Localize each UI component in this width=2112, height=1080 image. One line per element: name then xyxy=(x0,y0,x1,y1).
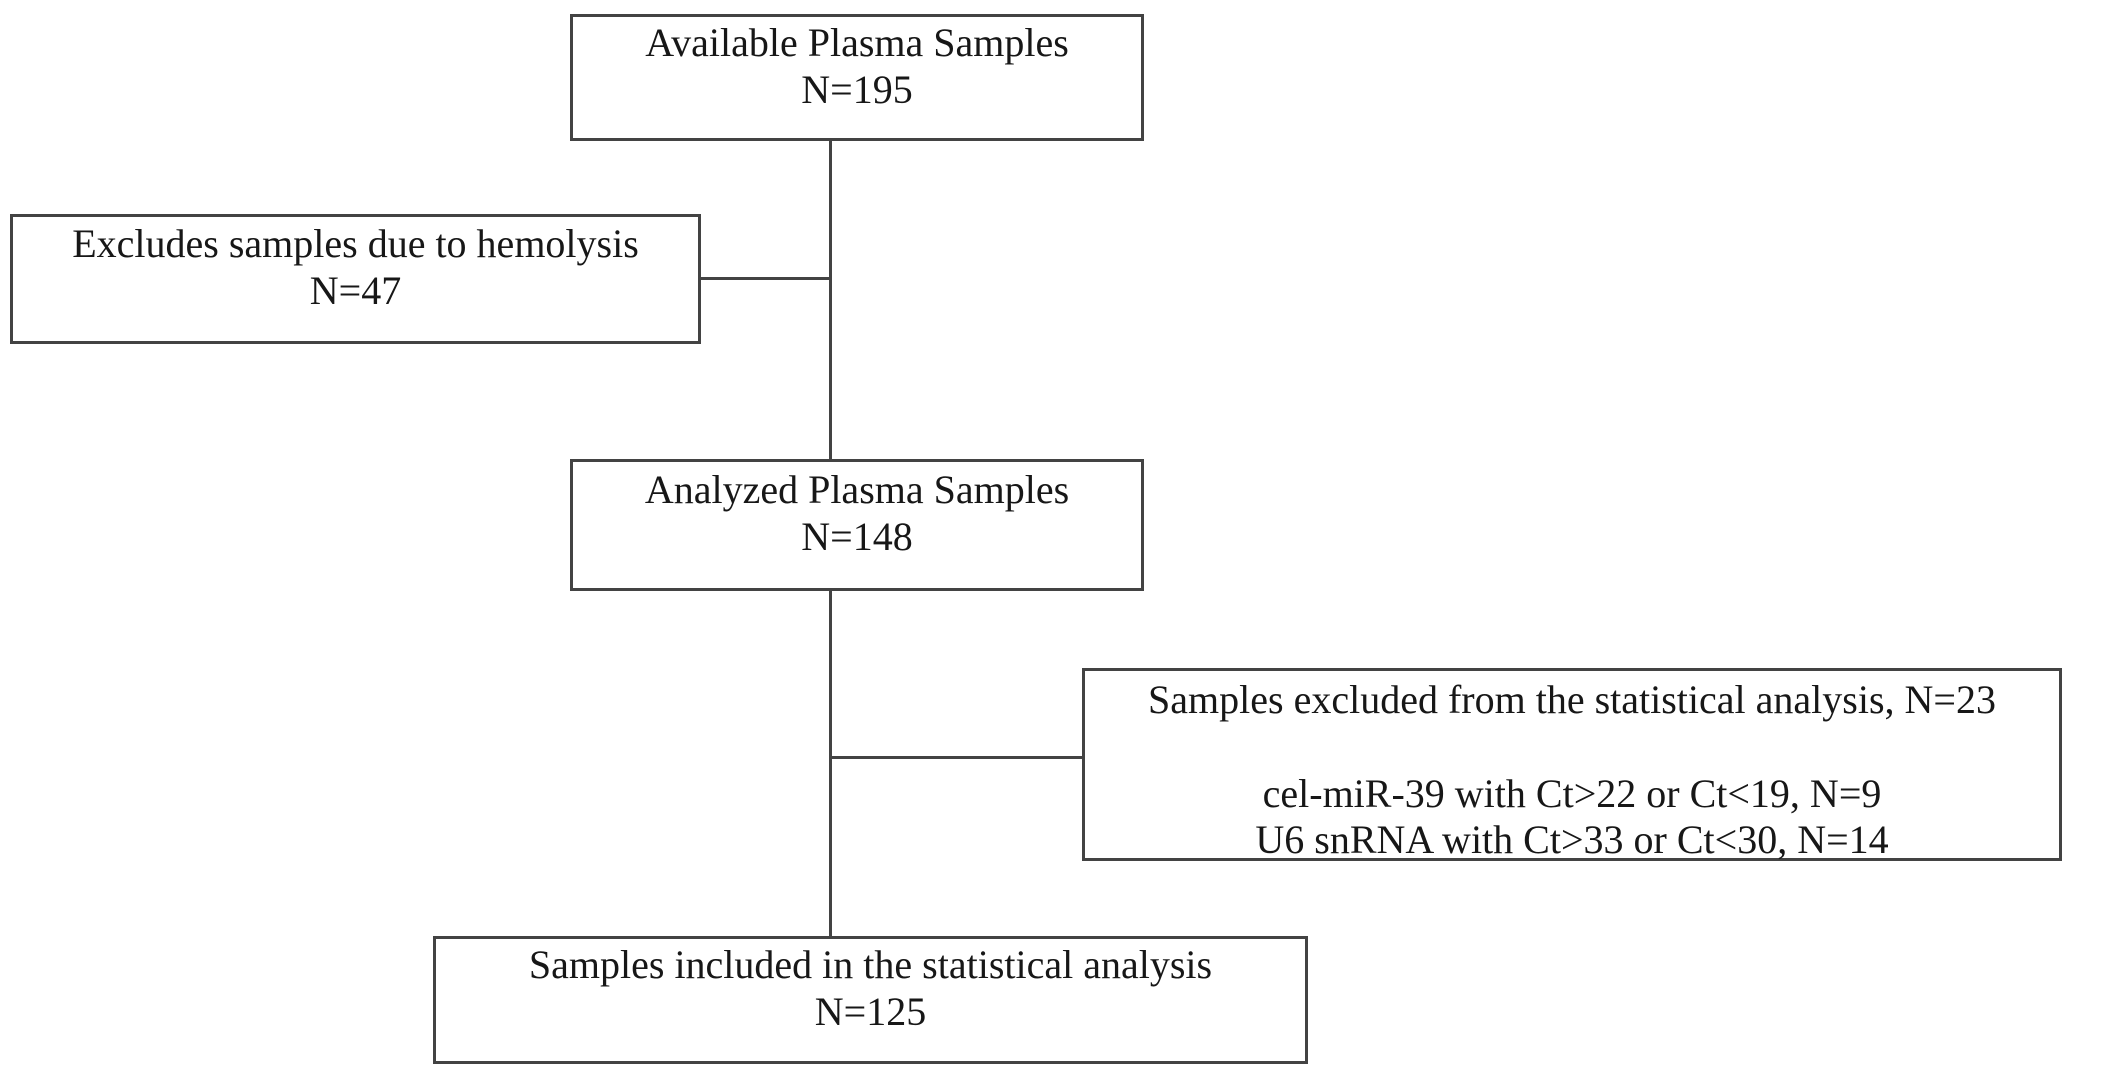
node-title: Available Plasma Samples xyxy=(645,19,1069,65)
node-available-plasma-samples: Available Plasma Samples N=195 xyxy=(570,14,1144,141)
connector-branch-hemolysis xyxy=(701,277,831,280)
node-detail-u6-snrna: U6 snRNA with Ct>33 or Ct<30, N=14 xyxy=(1255,817,1889,863)
node-count: N=125 xyxy=(814,989,927,1034)
node-title: Samples included in the statistical anal… xyxy=(528,942,1213,988)
node-excluded-hemolysis: Excludes samples due to hemolysis N=47 xyxy=(10,214,701,344)
node-count: N=148 xyxy=(801,514,913,559)
node-analyzed-plasma-samples: Analyzed Plasma Samples N=148 xyxy=(570,459,1144,591)
node-title: Samples excluded from the statistical an… xyxy=(1148,677,1996,722)
node-title: Excludes samples due to hemolysis xyxy=(72,221,639,267)
node-title: Analyzed Plasma Samples xyxy=(644,467,1070,513)
node-excluded-statistical-analysis: Samples excluded from the statistical an… xyxy=(1082,668,2062,863)
connector-analyzed-to-included xyxy=(829,591,832,936)
node-count: N=195 xyxy=(801,66,913,112)
connector-available-to-analyzed xyxy=(829,141,832,459)
connector-branch-stat-excluded xyxy=(829,756,1082,759)
node-count: N=47 xyxy=(309,268,402,313)
node-detail-cel-mir-39: cel-miR-39 with Ct>22 or Ct<19, N=9 xyxy=(1262,770,1882,816)
node-included-statistical-analysis: Samples included in the statistical anal… xyxy=(433,936,1308,1064)
